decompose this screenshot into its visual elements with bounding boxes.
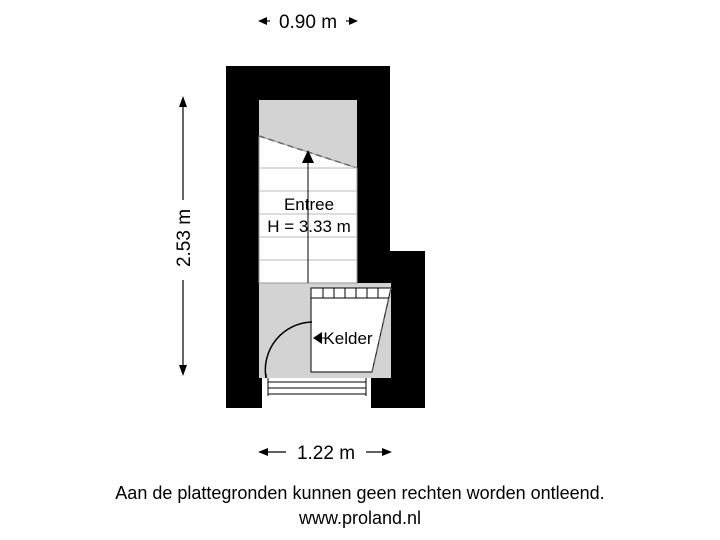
stair-down-cut-line [371,287,392,373]
arrow-right-icon [382,448,392,456]
stair-down-treads [310,287,392,373]
dimension-bottom: 1.22 m [258,443,392,464]
arrow-left-icon [258,448,268,456]
floor-plan: Entree H = 3.33 m Kelder 0.90 m 2.53 m 1… [174,12,425,464]
arrow-up-icon [179,96,187,107]
arrow-down-icon [179,365,187,376]
kelder-label: Kelder [323,329,372,348]
dimension-top-label: 0.90 m [279,12,337,33]
dimension-top: 0.90 m [258,12,358,33]
arrow-left-icon [258,17,267,25]
door-opening [262,378,371,408]
entree-height-label: H = 3.33 m [267,217,351,236]
arrow-right-icon [349,17,358,25]
disclaimer-text: Aan de plattegronden kunnen geen rechten… [115,483,605,503]
staircase-up [258,135,358,284]
dimension-bottom-label: 1.22 m [297,443,355,464]
stair-arrow-up-icon [302,150,314,163]
dimension-left-label: 2.53 m [174,209,195,267]
website-link[interactable]: www.proland.nl [298,508,422,528]
door-swing-arc [264,321,313,379]
dimension-left: 2.53 m [174,96,195,376]
staircase-down [310,287,392,373]
stair-arrow-left-icon [313,332,322,344]
door [264,321,313,379]
entree-label: Entree [284,195,334,214]
